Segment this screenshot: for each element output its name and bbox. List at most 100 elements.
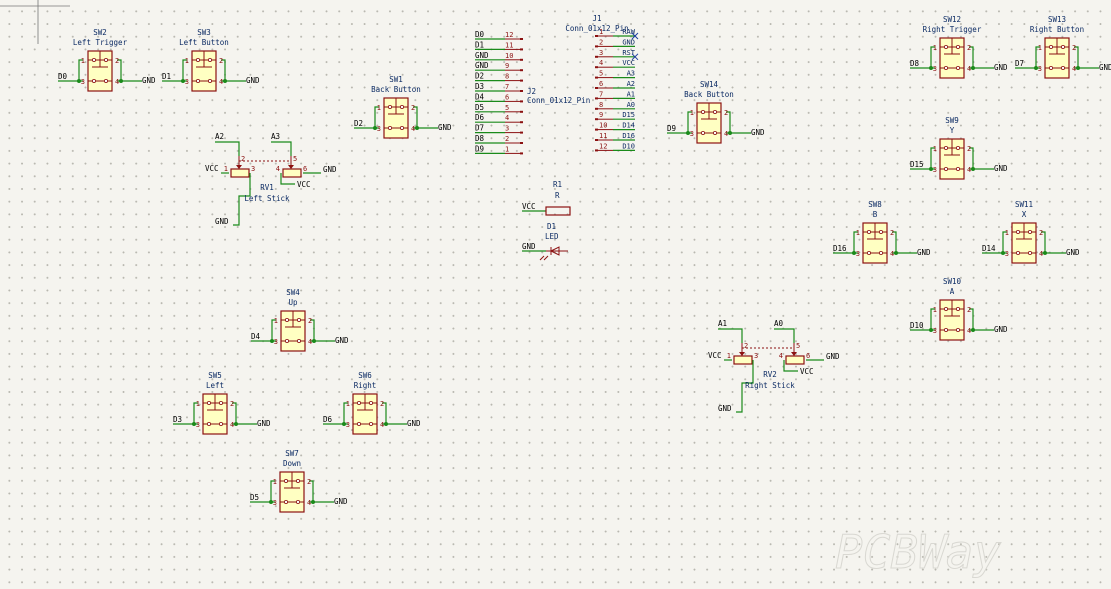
j1-pin-net: RAW — [622, 28, 635, 36]
switch-value: Left Button — [179, 38, 229, 47]
switch-terminal — [956, 66, 961, 71]
j1-pin-stub — [595, 118, 598, 121]
switch-pin-num: 4 — [115, 78, 119, 86]
switch-value: X — [1022, 210, 1027, 219]
switch-left-net: D3 — [173, 415, 182, 424]
switch-ref: SW7 — [285, 449, 299, 458]
switch-terminal — [956, 145, 961, 150]
switch-pin-num: 4 — [967, 65, 971, 73]
resistor-net-label: VCC — [522, 202, 536, 211]
switch-terminal — [207, 58, 212, 63]
switch-terminal — [944, 166, 949, 171]
switch-terminal — [944, 145, 949, 150]
junction-dot — [270, 339, 274, 343]
j2-pin-num: 5 — [505, 104, 509, 112]
pot-gnd-right-label: GND — [826, 352, 840, 361]
switch-terminal — [387, 126, 392, 131]
junction-dot — [223, 79, 227, 83]
switch-pin-num: 1 — [1038, 44, 1042, 52]
junction-dot — [728, 131, 732, 135]
switch-terminal — [296, 317, 301, 322]
switch-terminal — [356, 400, 361, 405]
j2-pin-stub — [520, 110, 523, 113]
switch-terminal — [701, 110, 706, 115]
j2-pin-net: D7 — [475, 124, 484, 133]
switch-terminal — [104, 79, 109, 84]
switch-pin-num: 2 — [890, 229, 894, 237]
switch-terminal — [956, 166, 961, 171]
j2-pin-net: D2 — [475, 72, 484, 81]
switch-pin-num: 4 — [967, 327, 971, 335]
switch-pin-num: 3 — [856, 250, 860, 258]
switch-terminal — [195, 79, 200, 84]
switch-terminal — [1028, 250, 1033, 255]
j1-pin-net: A2 — [627, 80, 635, 88]
switch-terminal — [879, 250, 884, 255]
switch-pin-num: 1 — [346, 400, 350, 408]
j1-pin-stub — [595, 128, 598, 131]
switch-left-net: D10 — [910, 321, 924, 330]
pot-wiper-arrow — [236, 165, 242, 169]
switch-value: Right Trigger — [923, 25, 982, 34]
switch-terminal — [1061, 66, 1066, 71]
pot-pin-num: 3 — [251, 165, 255, 173]
switch-terminal — [1049, 45, 1054, 50]
switch-ref: SW1 — [389, 75, 403, 84]
pot-wiper-a-wire — [215, 141, 240, 156]
switch-pin-num: 1 — [690, 109, 694, 117]
j1-pin-stub — [595, 76, 598, 79]
junction-dot — [971, 328, 975, 332]
switch-terminal — [104, 58, 109, 63]
switch-terminal — [867, 229, 872, 234]
switch-pin-num: 3 — [933, 327, 937, 335]
switch-value: Up — [288, 298, 298, 307]
junction-dot — [384, 422, 388, 426]
switch-pin-num: 1 — [81, 57, 85, 65]
switch-right-net: GND — [257, 419, 271, 428]
j2-pin-stub — [520, 90, 523, 92]
switch-left-net: D4 — [251, 332, 261, 341]
pot-gnd-bottom-label: GND — [718, 404, 732, 413]
switch-pin-num: 3 — [185, 78, 189, 86]
junction-dot — [119, 79, 123, 83]
junction-dot — [1001, 251, 1005, 255]
led-d1: D1 LED GND — [522, 222, 568, 261]
switch-pin-num: 4 — [307, 499, 311, 507]
switch-terminal — [207, 79, 212, 84]
junction-dot — [1043, 251, 1047, 255]
switch-terminal — [283, 478, 288, 483]
junction-dot — [234, 422, 238, 426]
switch-right-net: GND — [1066, 248, 1080, 257]
pot-wiper-b-wire — [774, 328, 795, 343]
pot-gnd-bottom-wire — [233, 173, 251, 226]
j1-pin-stub — [595, 55, 598, 58]
j1-pin-stub — [595, 66, 598, 69]
switch-pin-num: 4 — [1072, 65, 1076, 73]
resistor-ref: R1 — [553, 180, 562, 189]
j1-pin-num: 3 — [599, 49, 603, 57]
j1-pin-net: A3 — [627, 70, 635, 78]
pot-wiper-arrow — [791, 352, 797, 356]
j2-pin-num: 6 — [505, 93, 509, 101]
j2-pin-net: D9 — [475, 144, 484, 153]
junction-dot — [311, 500, 315, 504]
j1-pin-net: D14 — [622, 122, 635, 130]
switch-value: Back Button — [371, 85, 421, 94]
j1-pin-num: 7 — [599, 90, 603, 98]
